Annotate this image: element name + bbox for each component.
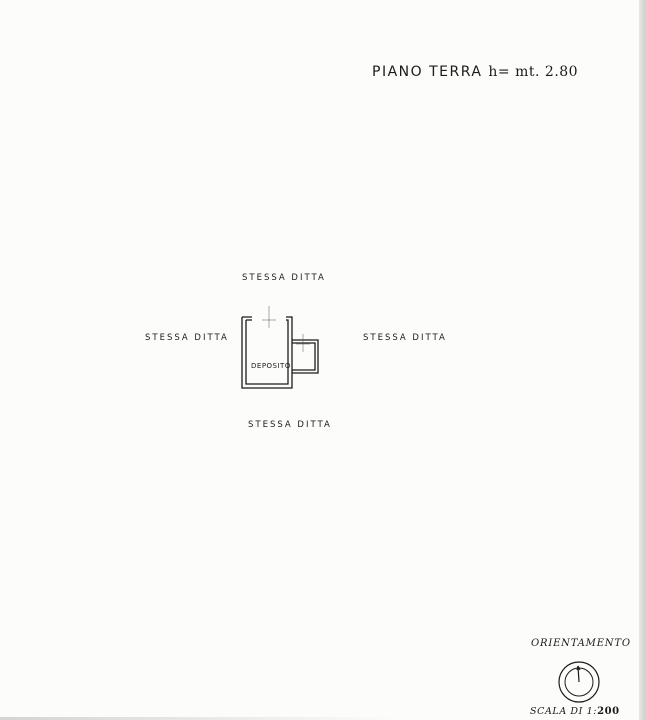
room-main-wall-inner (245, 319, 289, 385)
compass-needle (576, 665, 581, 683)
neighbor-east-label: STESSA DITTA (363, 333, 447, 343)
compass-outer-ring (558, 661, 600, 703)
north-arrow-icon (558, 661, 600, 703)
scale-label: SCALA DI 1:200 (530, 706, 620, 717)
floor-plan (241, 306, 319, 389)
paper-edge (639, 0, 645, 720)
floor-name: PIANO TERRA (372, 64, 483, 80)
room-label: DEPOSITO (251, 362, 291, 370)
orientation-title: ORIENTAMENTO (531, 638, 631, 649)
neighbor-south-label: STESSA DITTA (248, 420, 332, 430)
paper-shadow (0, 717, 400, 720)
room-main-wall-outer (241, 316, 293, 389)
room-main-wall-left-top (242, 316, 252, 321)
neighbor-north-label: STESSA DITTA (242, 273, 326, 283)
scale-value: 200 (597, 706, 620, 717)
floor-height: h= mt. 2.80 (488, 64, 579, 80)
annex-wall (292, 339, 319, 374)
scale-prefix: SCALA DI 1: (530, 706, 598, 717)
neighbor-west-label: STESSA DITTA (145, 333, 229, 343)
floor-title: PIANO TERRA h= mt. 2.80 (372, 64, 578, 80)
